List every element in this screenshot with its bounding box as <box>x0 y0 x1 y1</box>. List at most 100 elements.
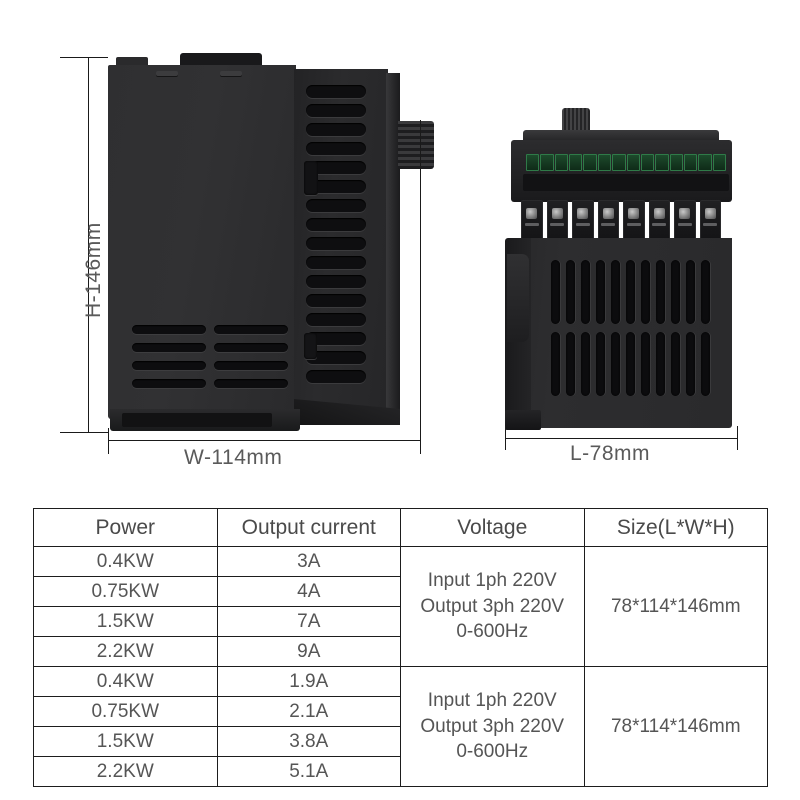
vent-slot <box>656 260 665 324</box>
vent-slot <box>581 260 590 324</box>
terminal-slot <box>575 223 590 226</box>
louvre-slot <box>214 379 288 388</box>
control-terminal-strip <box>525 154 727 171</box>
vent-slot <box>686 260 695 324</box>
cell-power: 1.5KW <box>33 606 218 637</box>
terminal-slot <box>677 223 692 226</box>
cell-voltage: Input 1ph 220V Output 3ph 220V 0-600Hz <box>400 666 585 787</box>
voltage-line-freq: 0-600Hz <box>456 741 529 763</box>
power-terminal <box>521 200 543 240</box>
height-dimension-line <box>88 57 89 432</box>
cell-current: 9A <box>216 636 401 667</box>
control-terminal <box>612 154 626 171</box>
control-terminal <box>712 154 727 171</box>
table-row: 0.75KW 4A <box>33 576 768 607</box>
control-terminal <box>655 154 669 171</box>
vent-slot <box>671 332 680 396</box>
body-foot <box>505 410 541 430</box>
table-row: 0.4KW 3A Input 1ph 220V Output 3ph 220V … <box>33 546 768 667</box>
louvre-slot <box>132 361 206 370</box>
terminal-slot <box>550 223 565 226</box>
vent-slot <box>566 332 575 396</box>
control-terminal <box>554 154 569 171</box>
front-vent-row-lower <box>551 332 710 396</box>
screw-icon <box>679 208 691 219</box>
vent-slot <box>656 332 665 396</box>
vent-slot <box>626 260 635 324</box>
terminal-recess <box>523 174 729 191</box>
vent-slot <box>641 332 650 396</box>
column-header-current: Output current <box>216 508 401 547</box>
vent-slot <box>581 332 590 396</box>
power-terminal <box>699 200 721 240</box>
vent-oval <box>306 237 366 250</box>
vent-oval <box>306 351 366 364</box>
bottom-notch <box>122 413 272 427</box>
vent-oval <box>306 294 366 307</box>
width-dimension-label: W-114mm <box>184 446 283 469</box>
louvre-slot <box>132 343 206 352</box>
side-port-lower <box>304 333 317 359</box>
vent-slot <box>641 260 650 324</box>
terminal-housing <box>511 140 732 202</box>
body-side-tab <box>507 254 529 342</box>
control-terminal <box>597 154 612 171</box>
top-cap-large <box>180 53 262 66</box>
table-row: 2.2KW 5.1A <box>33 756 768 787</box>
vent-oval <box>306 85 366 98</box>
length-dimension-label: L-78mm <box>570 442 651 465</box>
vent-oval <box>306 370 366 383</box>
vent-oval <box>306 123 366 136</box>
length-dimension-tick-right <box>737 426 738 450</box>
front-body-panel <box>511 238 732 428</box>
width-dimension-tick-left <box>108 428 109 454</box>
table-row: 2.2KW 9A <box>33 636 768 667</box>
voltage-line-freq: 0-600Hz <box>456 621 529 643</box>
control-terminal <box>526 154 540 171</box>
cell-size: 78*114*146mm <box>583 666 768 787</box>
power-terminal <box>546 200 568 240</box>
voltage-line-input: Input 1ph 220V <box>427 570 557 592</box>
power-terminal <box>597 200 619 240</box>
vent-slot <box>551 332 560 396</box>
control-terminal <box>583 154 597 171</box>
width-dimension-tick-right <box>420 120 421 454</box>
vent-slot <box>701 260 710 324</box>
vent-oval <box>306 332 366 345</box>
cell-power: 1.5KW <box>33 726 218 757</box>
terminal-slot <box>524 223 539 226</box>
vent-slot <box>701 332 710 396</box>
control-terminal <box>698 154 712 171</box>
table-header-row: Power Output current Voltage Size(L*W*H) <box>33 508 768 547</box>
vent-oval <box>306 161 366 174</box>
vent-oval <box>306 142 366 155</box>
screw-icon <box>551 208 563 219</box>
cell-size: 78*114*146mm <box>583 546 768 667</box>
cell-current: 2.1A <box>216 696 401 727</box>
cell-power: 2.2KW <box>33 756 218 787</box>
vent-slot <box>611 260 620 324</box>
column-header-size: Size(L*W*H) <box>583 508 768 547</box>
vent-oval <box>306 218 366 231</box>
side-port <box>304 161 318 195</box>
cell-power: 0.75KW <box>33 696 218 727</box>
cell-current: 4A <box>216 576 401 607</box>
cell-voltage: Input 1ph 220V Output 3ph 220V 0-600Hz <box>400 546 585 667</box>
vent-slot <box>566 260 575 324</box>
ribbed-connector <box>398 121 434 169</box>
length-dimension-line <box>505 438 737 439</box>
voltage-line-output: Output 3ph 220V <box>420 595 565 617</box>
screw-icon <box>653 208 665 219</box>
cell-current: 5.1A <box>216 756 401 787</box>
table-row: 1.5KW 7A <box>33 606 768 637</box>
top-cap-small <box>116 57 148 66</box>
screw-icon <box>704 208 716 219</box>
top-shelf <box>523 130 719 142</box>
vent-slot <box>686 332 695 396</box>
terminal-slot <box>626 223 641 226</box>
vent-oval <box>306 180 366 193</box>
side-edge <box>386 73 400 417</box>
cell-power: 2.2KW <box>33 636 218 667</box>
column-header-voltage: Voltage <box>400 508 585 547</box>
cell-current: 7A <box>216 606 401 637</box>
